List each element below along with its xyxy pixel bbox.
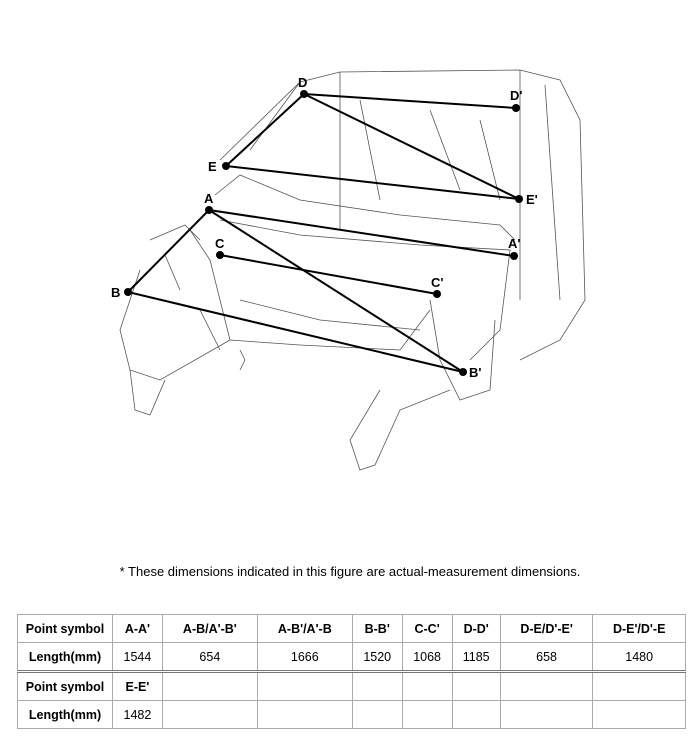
label-a: A <box>204 191 214 206</box>
table-cell: A-B/A'-B' <box>161 614 258 643</box>
point-e-prime <box>515 195 523 203</box>
table-cell: E-E' <box>112 671 163 701</box>
label-c: C <box>215 236 225 251</box>
table-cell: 1480 <box>592 642 686 673</box>
table-cell: 1482 <box>112 700 163 729</box>
table-cell: C-C' <box>401 614 453 643</box>
label-b-prime: B' <box>469 365 481 380</box>
table-row: Length(mm)1482 <box>17 700 686 729</box>
table-cell: 658 <box>499 642 594 673</box>
measurement-points <box>124 90 523 376</box>
point-e <box>222 162 230 170</box>
measurement-lines <box>127 93 520 373</box>
table-cell <box>401 671 453 701</box>
table-cell <box>256 671 353 701</box>
table-cell <box>592 671 686 701</box>
point-d-prime <box>512 104 520 112</box>
table-cell <box>499 700 594 729</box>
label-c-prime: C' <box>431 275 443 290</box>
point-b-prime <box>459 368 467 376</box>
table-cell: 1520 <box>351 642 403 673</box>
table-cell: 1185 <box>451 642 501 673</box>
table-cell: A-B'/A'-B <box>256 614 353 643</box>
table-cell <box>592 700 686 729</box>
table-cell <box>401 700 453 729</box>
row-header: Length(mm) <box>17 700 113 729</box>
point-c-prime <box>433 290 441 298</box>
table-cell <box>161 671 258 701</box>
table-cell: 1666 <box>256 642 353 673</box>
point-d <box>300 90 308 98</box>
table-cell: 654 <box>161 642 258 673</box>
row-header: Length(mm) <box>17 642 113 673</box>
table-cell <box>351 700 403 729</box>
row-header: Point symbol <box>17 671 113 701</box>
measurement-note: * These dimensions indicated in this fig… <box>119 564 581 579</box>
label-a-prime: A' <box>508 236 520 251</box>
table-cell: D-D' <box>451 614 501 643</box>
label-e-prime: E' <box>526 192 538 207</box>
table-cell <box>499 671 594 701</box>
table-cell: 1544 <box>112 642 163 673</box>
table-cell <box>351 671 403 701</box>
table-cell: D-E'/D'-E <box>592 614 686 643</box>
table-cell <box>451 671 501 701</box>
row-header: Point symbol <box>17 614 113 643</box>
point-c <box>216 251 224 259</box>
label-b: B <box>111 285 120 300</box>
table-cell: A-A' <box>112 614 163 643</box>
table-cell: D-E/D'-E' <box>499 614 594 643</box>
body-dimension-diagram: D D' E E' A A' C C' B B' <box>111 69 586 471</box>
table-cell: 1068 <box>401 642 453 673</box>
point-a-prime <box>510 252 518 260</box>
table-cell: B-B' <box>351 614 403 643</box>
point-b <box>124 288 132 296</box>
point-a <box>205 206 213 214</box>
label-d-prime: D' <box>510 88 522 103</box>
table-cell <box>256 700 353 729</box>
label-e: E <box>208 159 217 174</box>
vehicle-body-outline <box>119 69 586 471</box>
label-d: D <box>298 75 307 90</box>
table-cell <box>161 700 258 729</box>
table-cell <box>451 700 501 729</box>
